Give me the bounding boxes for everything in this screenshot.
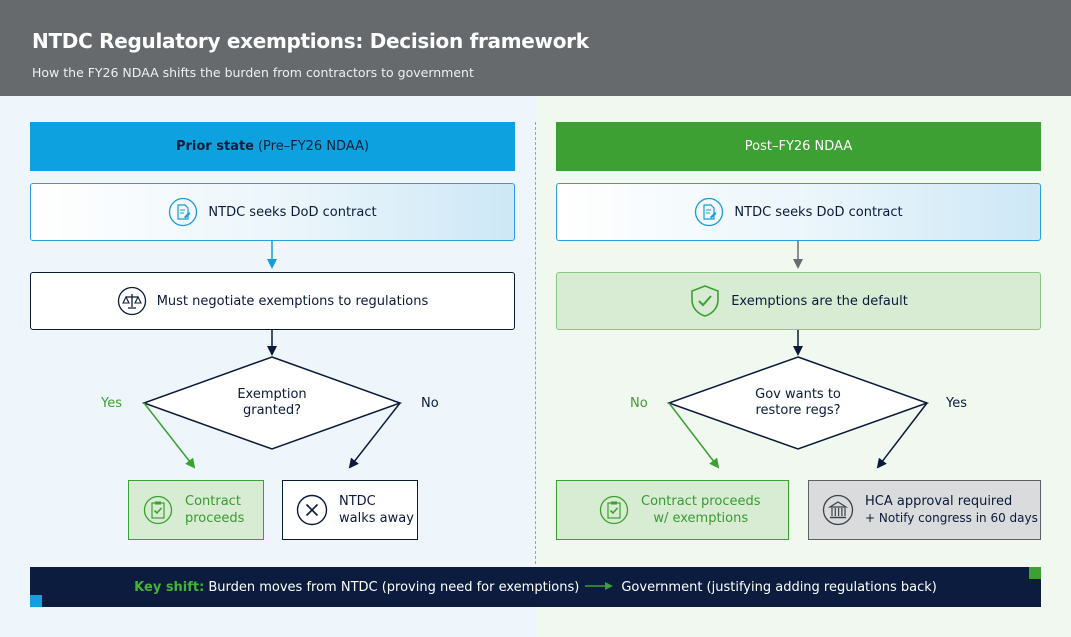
header-banner: NTDC Regulatory exemptions: Decision fra… [0, 0, 1071, 96]
negotiate-exemptions-step: Must negotiate exemptions to regulations [30, 272, 515, 330]
left-step1-label: NTDC seeks DoD contract [208, 204, 377, 220]
left-yes-label: Yes [101, 396, 122, 411]
left-step2-label: Must negotiate exemptions to regulations [156, 293, 429, 309]
key-shift-from: Burden moves from NTDC (proving need for… [208, 579, 580, 595]
shield-check-icon [689, 284, 721, 318]
hca-line2: + Notify congress in 60 days [865, 511, 1038, 525]
right-arrow-icon [585, 580, 615, 595]
right-decision-line2: restore regs? [755, 403, 841, 418]
right-no-connector [668, 402, 720, 469]
right-decision-text: Gov wants to restore regs? [738, 387, 858, 419]
hca-approval-outcome: HCA approval required + Notify congress … [808, 480, 1041, 540]
key-shift-label: Key shift: [134, 579, 205, 595]
government-building-icon [821, 493, 855, 527]
right-proceeds-line2: w/ exemptions [653, 511, 749, 526]
left-contract-proceeds-outcome: Contract proceeds [128, 480, 264, 540]
column-divider [535, 122, 536, 564]
page-title: NTDC Regulatory exemptions: Decision fra… [32, 29, 589, 53]
walk-away-line2: walks away [339, 511, 414, 526]
left-decision-text: Exemption granted? [212, 387, 332, 419]
approved-document-icon [141, 493, 175, 527]
right-contract-proceeds-outcome: Contract proceeds w/ exemptions [556, 480, 789, 540]
page-subtitle: How the FY26 NDAA shifts the burden from… [32, 65, 474, 80]
post-ndaa-header: Post–FY26 NDAA [556, 122, 1041, 171]
left-decision-diamond [141, 356, 403, 450]
left-yes-connector [143, 402, 196, 469]
approved-document-icon [597, 493, 631, 527]
walk-away-line1: NTDC [339, 494, 376, 509]
right-no-label: No [630, 396, 648, 411]
right-proceeds-line1: Contract proceeds [641, 494, 761, 509]
hca-line1: HCA approval required [865, 494, 1013, 509]
contract-document-icon [168, 197, 198, 227]
right-step2-label: Exemptions are the default [731, 293, 908, 309]
exemptions-default-step: Exemptions are the default [556, 272, 1041, 330]
prior-state-header: Prior state (Pre–FY26 NDAA) [30, 122, 515, 171]
walk-away-outcome: NTDC walks away [282, 480, 418, 540]
balance-scale-icon [117, 286, 147, 316]
key-shift-banner: Key shift: Burden moves from NTDC (provi… [30, 567, 1041, 607]
left-decision-line2: granted? [242, 403, 302, 418]
right-yes-label: Yes [946, 396, 967, 411]
footer-corner-accent-green [1029, 567, 1041, 579]
prior-state-header-rest: (Pre–FY26 NDAA) [257, 139, 370, 154]
right-decision-diamond [666, 356, 930, 450]
x-circle-icon [295, 493, 329, 527]
left-decision-line1: Exemption [237, 387, 307, 402]
right-yes-connector [876, 402, 928, 469]
prior-state-header-bold: Prior state [175, 139, 254, 154]
left-proceeds-line2: proceeds [185, 511, 245, 526]
left-no-connector [348, 402, 401, 469]
left-seek-contract-step: NTDC seeks DoD contract [30, 183, 515, 241]
contract-document-icon [694, 197, 724, 227]
footer-corner-accent-blue [30, 595, 42, 607]
key-shift-to: Government (justifying adding regulation… [621, 579, 937, 595]
left-proceeds-line1: Contract [185, 494, 241, 509]
right-seek-contract-step: NTDC seeks DoD contract [556, 183, 1041, 241]
post-ndaa-header-label: Post–FY26 NDAA [744, 139, 853, 154]
right-decision-line1: Gov wants to [755, 387, 841, 402]
right-step1-label: NTDC seeks DoD contract [734, 204, 903, 220]
left-no-label: No [421, 396, 439, 411]
